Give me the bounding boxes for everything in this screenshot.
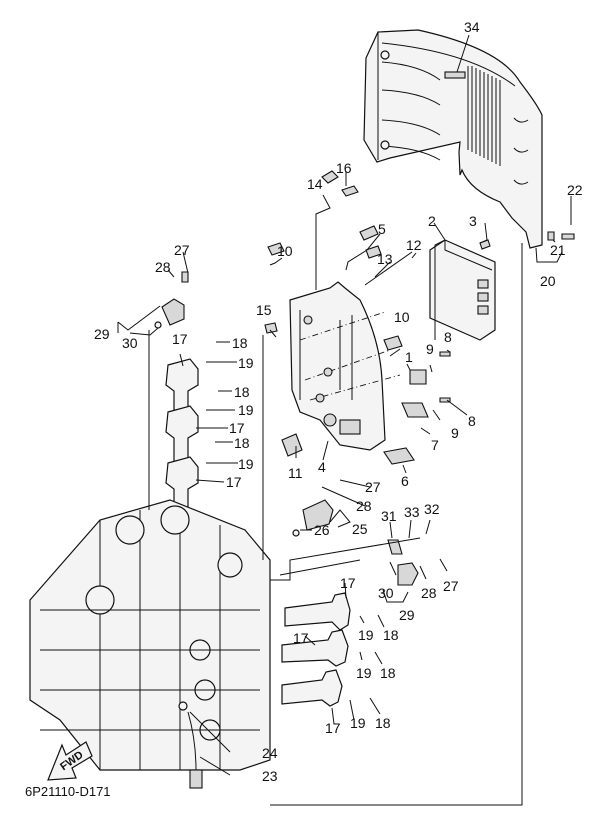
callout-19: 19 [238,355,254,371]
cam-sensor-upper [154,271,189,329]
callout-11: 11 [288,465,303,481]
callout-9: 9 [426,341,434,357]
callout-17: 17 [229,420,245,436]
callout-10: 10 [277,243,293,259]
callout-9: 9 [451,425,459,441]
fwd-arrow: FWD [47,741,93,781]
callout-labels: 34 16 14 22 5 2 3 12 13 21 20 27 28 10 2… [25,19,583,799]
callout-28: 28 [155,259,171,275]
ignition-coils-lower [281,592,351,707]
callout-18: 18 [383,627,399,643]
callout-25: 25 [352,521,368,537]
callout-22: 22 [567,182,583,198]
callout-4: 4 [318,459,326,475]
callout-17: 17 [172,331,188,347]
callout-8: 8 [468,413,476,429]
callout-7: 7 [431,437,439,453]
callout-5: 5 [378,221,386,237]
callout-28: 28 [356,498,372,514]
callout-19: 19 [238,456,254,472]
ecu-unit [429,239,496,341]
callout-30: 30 [378,585,394,601]
callout-17: 17 [325,720,341,736]
callout-19: 19 [238,402,254,418]
callout-17: 17 [293,630,309,646]
temperature-sensor [292,499,334,537]
callout-18: 18 [380,665,396,681]
callout-14: 14 [307,176,323,192]
callout-19: 19 [350,715,366,731]
callout-19: 19 [358,627,374,643]
callout-18: 18 [232,335,248,351]
cover-grille [467,66,501,166]
callout-18: 18 [375,715,391,731]
callout-10: 10 [394,309,410,325]
callout-19: 19 [356,665,372,681]
callout-20: 20 [540,273,556,289]
callout-12: 12 [406,237,422,253]
callout-13: 13 [377,251,393,267]
mounting-bracket [289,281,401,451]
cover-panel [363,29,543,249]
callout-27: 27 [174,242,190,258]
diagram-code: 6P21110-D171 [25,784,111,799]
callout-31: 31 [381,508,397,524]
callout-3: 3 [469,213,477,229]
callout-28: 28 [421,585,437,601]
small-components [264,170,575,465]
cam-sensor-lower [387,539,419,586]
callout-23: 23 [262,768,278,784]
callout-34: 34 [464,19,480,35]
callout-18: 18 [234,435,250,451]
callout-17: 17 [340,575,356,591]
callout-26: 26 [314,522,330,538]
callout-33: 33 [404,504,420,520]
callout-32: 32 [424,501,440,517]
callout-27: 27 [365,479,381,495]
callout-6: 6 [401,473,409,489]
callout-29: 29 [399,607,415,623]
callout-2: 2 [428,213,436,229]
callout-8: 8 [444,329,452,345]
callout-15: 15 [256,302,272,318]
callout-24: 24 [262,745,278,761]
leader-lines [117,34,572,806]
callout-29: 29 [94,326,110,342]
callout-1: 1 [405,349,413,365]
callout-17: 17 [226,474,242,490]
callout-21: 21 [550,242,566,258]
engine-block [29,499,271,771]
callout-16: 16 [336,160,352,176]
callout-30: 30 [122,335,138,351]
wire-sensor [178,701,203,789]
callout-27: 27 [443,578,459,594]
ignition-coils-upper [165,358,199,524]
callout-18: 18 [234,384,250,400]
